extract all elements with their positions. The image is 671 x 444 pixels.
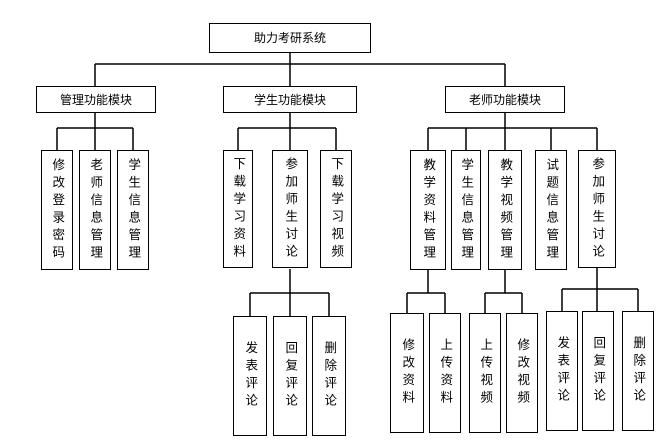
teaching-videos-manage-node: 教学视频管理 — [488, 150, 522, 270]
student-discussion-node: 参加师生讨论 — [272, 150, 308, 268]
teacher-reply-comment-node: 回复评论 — [582, 311, 614, 431]
student-delete-comment-node: 删除评论 — [312, 316, 346, 436]
teaching-materials-manage-node: 教学资料管理 — [410, 150, 446, 270]
student-post-comment-node: 发表评论 — [233, 316, 267, 436]
teacher-post-comment-node: 发表评论 — [546, 311, 578, 431]
student-reply-comment-node: 回复评论 — [273, 316, 307, 436]
teacher-student-info-manage-node: 学生信息管理 — [451, 150, 481, 270]
root-node: 助力考研系统 — [209, 23, 371, 53]
teacher-info-manage-node: 老师信息管理 — [79, 150, 111, 270]
download-videos-node: 下载学习视频 — [320, 150, 352, 268]
modify-videos-node: 修改视频 — [506, 313, 538, 433]
admin-module-node: 管理功能模块 — [36, 86, 156, 113]
modify-materials-node: 修改资料 — [390, 313, 424, 433]
student-module-node: 学生功能模块 — [223, 86, 357, 113]
download-materials-node: 下载学习资料 — [223, 150, 253, 268]
exam-info-manage-node: 试题信息管理 — [535, 150, 567, 270]
teacher-module-node: 老师功能模块 — [445, 86, 565, 113]
student-info-manage-node: 学生信息管理 — [117, 150, 149, 270]
change-password-node: 修改登录密码 — [41, 150, 73, 270]
upload-materials-node: 上传资料 — [429, 313, 461, 433]
upload-videos-node: 上传视频 — [469, 313, 501, 433]
teacher-discussion-node: 参加师生讨论 — [578, 150, 616, 268]
teacher-delete-comment-node: 删除评论 — [622, 311, 654, 431]
